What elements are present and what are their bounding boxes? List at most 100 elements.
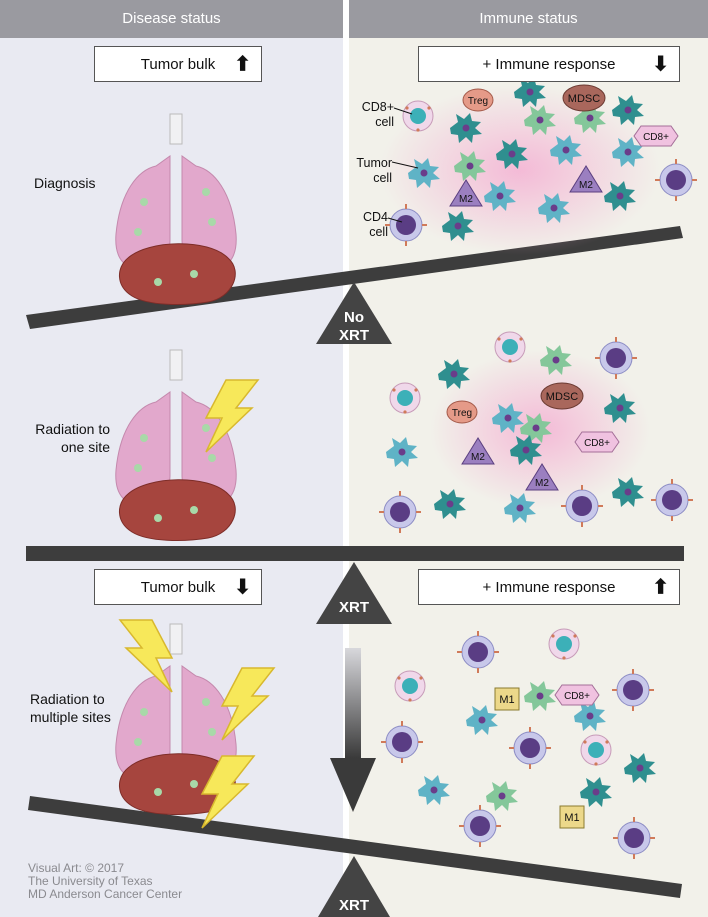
cd8-marker-label: CD8+ <box>643 132 669 143</box>
tumor-cell-label-line2: cell <box>373 171 392 185</box>
cd4-cell-label-line2: cell <box>369 225 388 239</box>
m2-label: M2 <box>471 452 485 463</box>
m1-label: M1 <box>499 694 514 706</box>
cd8-marker <box>633 125 679 147</box>
cd4-pointer <box>387 217 403 223</box>
m2-marker <box>461 437 495 465</box>
treg-marker <box>462 88 494 112</box>
tumor-cell-label: Tumor cell <box>350 156 392 186</box>
no-xrt-label-line2: XRT <box>339 327 369 344</box>
cd8-marker-label: CD8+ <box>564 691 590 702</box>
immune-response-label: + Immune response <box>482 55 616 73</box>
m1-label: M1 <box>564 812 579 824</box>
xrt-middle-fulcrum <box>316 562 392 624</box>
stage-diagnosis-label: Diagnosis <box>34 175 96 191</box>
m2-label: M2 <box>579 180 593 191</box>
tumor-bulk-box-bottom: Tumor bulk ⬇ <box>94 569 262 605</box>
lightning-icon <box>205 379 259 453</box>
cd8-cell <box>389 382 421 415</box>
lungs-one-site <box>115 349 237 541</box>
one-site-balance-beam <box>26 546 684 561</box>
cd4-cell <box>650 478 694 522</box>
stage-multiple-sites-line2: multiple sites <box>30 709 111 725</box>
cd8-marker <box>574 431 620 453</box>
credit-line1: Visual Art: © 2017 <box>28 861 125 875</box>
immune-response-label: + Immune response <box>482 578 616 596</box>
cd8-marker-label: CD8+ <box>584 438 610 449</box>
no-xrt-label-line1: No <box>344 309 364 326</box>
tumor-cell-label-line1: Tumor <box>356 156 392 170</box>
cd4-cell <box>456 630 500 674</box>
stage-one-site-line1: Radiation to <box>35 421 110 437</box>
tumor-bulk-box-top: Tumor bulk ⬆ <box>94 46 262 82</box>
cd8-cell-label-line1: CD8+ <box>361 100 394 114</box>
credit: Visual Art: © 2017 The University of Tex… <box>28 862 182 901</box>
arrow-down-icon: ⬇ <box>652 53 669 76</box>
arrow-up-icon: ⬆ <box>234 53 251 76</box>
tumor-cell <box>580 777 612 807</box>
cd4-cell <box>654 158 698 202</box>
mdsc-label: MDSC <box>568 93 600 105</box>
decrease-arrow <box>345 648 361 758</box>
lungs-diagnosis <box>115 113 237 305</box>
tumor-bulk-label: Tumor bulk <box>140 578 216 596</box>
m1-marker <box>559 805 585 829</box>
cd4-cell <box>378 490 422 534</box>
tumor-cell <box>434 489 466 519</box>
xrt-middle-label: XRT <box>339 599 369 616</box>
cd4-cell-label: CD4 cell <box>352 210 388 240</box>
decrease-arrow-head <box>330 758 376 812</box>
credit-line2: The University of Texas <box>28 874 153 888</box>
cd4-cell <box>611 668 655 712</box>
cd4-cell <box>612 816 656 860</box>
m2-marker <box>525 463 559 491</box>
cd8-cell <box>548 628 580 661</box>
multiple-sites-balance-beam <box>28 796 682 898</box>
m2-label: M2 <box>535 478 549 489</box>
stage-one-site-label: Radiation to one site <box>30 420 110 456</box>
tumor-cell <box>418 775 450 805</box>
m2-marker <box>569 165 603 193</box>
tumor-pointer <box>391 161 419 169</box>
lightning-icon <box>221 667 275 741</box>
immune-response-box-bottom: + Immune response ⬆ <box>418 569 680 605</box>
tumor-cluster-halo <box>380 85 660 255</box>
m2-label: M2 <box>459 194 473 205</box>
treg-marker <box>446 400 478 424</box>
cd8-cell <box>494 331 526 364</box>
tumor-bulk-label: Tumor bulk <box>140 55 216 73</box>
cd8-cell-label: CD8+ cell <box>356 100 394 130</box>
arrow-up-icon: ⬆ <box>652 576 669 599</box>
immune-status-header: Immune status <box>349 0 708 38</box>
cd4-cell <box>458 804 502 848</box>
cd8-cell-label-line2: cell <box>375 115 394 129</box>
cd8-pointer <box>393 107 413 115</box>
tumor-cell <box>486 781 518 811</box>
cd8-cell <box>580 734 612 767</box>
tumor-cell <box>524 681 556 711</box>
disease-status-header: Disease status <box>0 0 343 38</box>
xrt-bottom-fulcrum <box>318 856 390 917</box>
cd8-cell <box>394 670 426 703</box>
mdsc-marker <box>540 382 584 410</box>
mdsc-label: MDSC <box>546 391 578 403</box>
cd8-cell <box>402 100 434 133</box>
tumor-cell <box>386 437 418 467</box>
stage-one-site-line2: one site <box>60 439 110 455</box>
m1-marker <box>494 687 520 711</box>
tumor-cell <box>466 705 498 735</box>
cd4-cell-label-line1: CD4 <box>362 210 388 224</box>
arrow-down-icon: ⬇ <box>234 576 251 599</box>
m2-marker <box>449 179 483 207</box>
treg-label: Treg <box>452 408 472 419</box>
cd4-cell <box>508 726 552 770</box>
xrt-bottom-label: XRT <box>339 897 369 914</box>
immune-response-box-top: + Immune response ⬇ <box>418 46 680 82</box>
mdsc-marker <box>562 84 606 112</box>
tumor-cell <box>624 753 656 783</box>
stage-multiple-sites-label: Radiation to multiple sites <box>30 690 111 726</box>
credit-line3: MD Anderson Cancer Center <box>28 887 183 901</box>
treg-label: Treg <box>468 96 488 107</box>
